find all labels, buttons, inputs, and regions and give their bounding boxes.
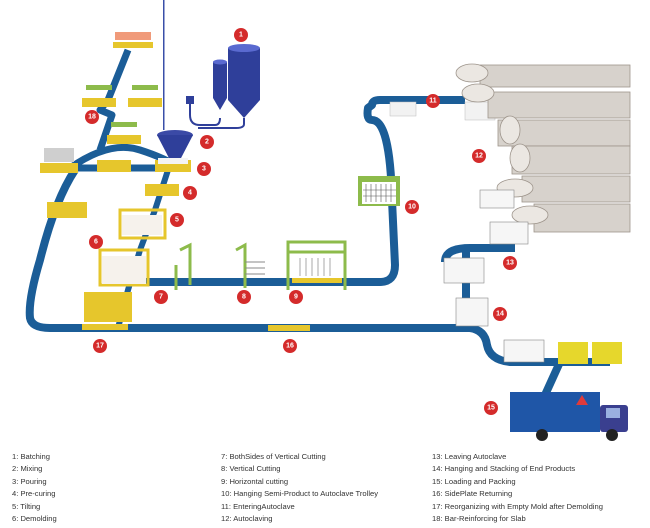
legend-column-3: 13: Leaving Autoclave 14: Hanging and St… bbox=[432, 451, 603, 525]
badge-circle bbox=[89, 235, 103, 249]
legend-item: 7: BothSides of Vertical Cutting bbox=[221, 452, 326, 461]
badge-number: 4 bbox=[188, 190, 192, 197]
badge-number: 17 bbox=[96, 343, 104, 350]
product-stacks bbox=[443, 189, 545, 363]
badge-number: 6 bbox=[94, 239, 98, 246]
legend-item: 13: Leaving Autoclave bbox=[432, 452, 507, 461]
step-badge-8: 8 bbox=[237, 290, 251, 304]
legend-item: 18: Bar-Reinforcing for Slab bbox=[432, 513, 526, 523]
badge-number: 10 bbox=[408, 204, 416, 211]
badge-circle bbox=[503, 256, 517, 270]
legend-column-2: 7: BothSides of Vertical Cutting 8: Vert… bbox=[221, 451, 378, 525]
batching-silos bbox=[157, 0, 260, 160]
badge-number: 13 bbox=[506, 260, 514, 267]
legend: 1: Batching 2: Mixing 3: Pouring 4: Pre-… bbox=[0, 451, 650, 528]
badge-number: 1 bbox=[239, 32, 243, 39]
step-badge-5: 5 bbox=[170, 213, 184, 227]
step-badge-17: 17 bbox=[93, 339, 107, 353]
legend-item: 2: Mixing bbox=[12, 464, 43, 474]
step-badge-4: 4 bbox=[183, 186, 197, 200]
badge-circle bbox=[289, 290, 303, 304]
badge-circle bbox=[183, 186, 197, 200]
badge-number: 18 bbox=[88, 114, 96, 121]
step-badge-10: 10 bbox=[405, 200, 419, 214]
badge-circle bbox=[237, 290, 251, 304]
badge-circle bbox=[234, 28, 248, 42]
badge-number: 5 bbox=[175, 217, 179, 224]
badge-number: 3 bbox=[202, 166, 206, 173]
badge-circle bbox=[405, 200, 419, 214]
badge-circle bbox=[472, 149, 486, 163]
legend-item: 5: Tilting bbox=[12, 501, 41, 511]
step-badge-3: 3 bbox=[197, 162, 211, 176]
autoclaves bbox=[455, 63, 631, 233]
step-badge-13: 13 bbox=[503, 256, 517, 270]
badge-number: 16 bbox=[286, 343, 294, 350]
legend-item: 17: Reorganizing with Empty Mold after D… bbox=[432, 501, 603, 511]
badge-circle bbox=[283, 339, 297, 353]
legend-item: 3: Pouring bbox=[12, 476, 47, 486]
legend-item: 15: Loading and Packing bbox=[432, 476, 516, 486]
legend-item: 9: Horizontal cutting bbox=[221, 476, 289, 486]
badge-number: 9 bbox=[294, 294, 298, 301]
step-badge-1: 1 bbox=[234, 28, 248, 42]
step-badge-9: 9 bbox=[289, 290, 303, 304]
badge-circle bbox=[493, 307, 507, 321]
badge-number: 8 bbox=[242, 294, 246, 301]
step-badge-16: 16 bbox=[283, 339, 297, 353]
legend-item: 4: Pre-curing bbox=[12, 489, 56, 499]
badge-circle bbox=[154, 290, 168, 304]
legend-column-1: 1: Batching 2: Mixing 3: Pouring 4: Pre-… bbox=[12, 451, 57, 525]
badge-circle bbox=[426, 94, 440, 108]
step-badge-15: 15 bbox=[484, 401, 498, 415]
badge-number: 12 bbox=[475, 153, 483, 160]
legend-item: 1: Batching bbox=[12, 452, 50, 461]
truck bbox=[510, 392, 628, 441]
step-badge-2: 2 bbox=[200, 135, 214, 149]
badge-number: 15 bbox=[487, 405, 495, 412]
step-badge-18: 18 bbox=[85, 110, 99, 124]
stations bbox=[40, 32, 496, 331]
legend-item: 11: EnteringAutoclave bbox=[221, 501, 295, 511]
badge-number: 2 bbox=[205, 139, 209, 146]
badge-circle bbox=[200, 135, 214, 149]
badge-circle bbox=[85, 110, 99, 124]
packed-blocks bbox=[558, 342, 622, 364]
badge-circle bbox=[197, 162, 211, 176]
step-badge-12: 12 bbox=[472, 149, 486, 163]
step-badge-7: 7 bbox=[154, 290, 168, 304]
legend-item: 16: SidePlate Returning bbox=[432, 489, 513, 499]
badge-circle bbox=[170, 213, 184, 227]
badge-number: 14 bbox=[496, 311, 504, 318]
legend-item: 10: Hanging Semi-Product to Autoclave Tr… bbox=[221, 489, 379, 499]
badge-number: 7 bbox=[159, 294, 163, 301]
step-badge-11: 11 bbox=[426, 94, 440, 108]
badge-circle bbox=[484, 401, 498, 415]
step-badge-14: 14 bbox=[493, 307, 507, 321]
legend-item: 6: Demolding bbox=[12, 513, 57, 523]
step-badge-6: 6 bbox=[89, 235, 103, 249]
legend-item: 8: Vertical Cutting bbox=[221, 464, 281, 474]
badge-number: 11 bbox=[429, 98, 437, 105]
legend-item: 12: Autoclaving bbox=[221, 513, 273, 523]
badge-circle bbox=[93, 339, 107, 353]
legend-item: 14: Hanging and Stacking of End Products bbox=[432, 464, 576, 474]
